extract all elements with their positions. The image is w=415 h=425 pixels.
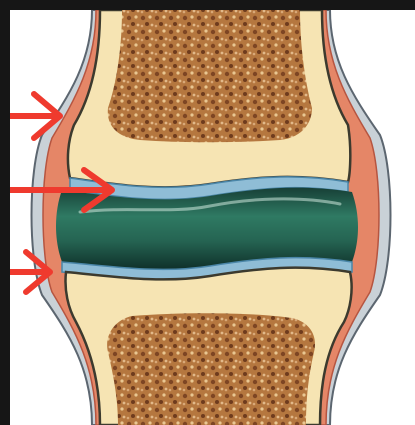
lower-spongy-bone [107, 313, 315, 425]
upper-spongy-bone [108, 10, 312, 142]
joint-diagram [10, 10, 415, 425]
diagram-frame [10, 10, 415, 425]
